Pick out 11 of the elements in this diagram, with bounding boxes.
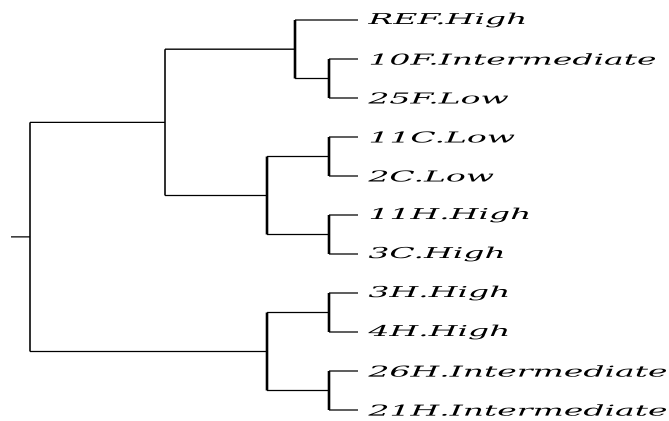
leaf-label: 25F.Low [368,92,508,104]
leaf-label: 11H.High [370,208,528,222]
leaf-label: 26H.Intermediate [368,365,666,377]
leaf-label: 2C.Low [368,170,494,182]
leaf-label: 3H.High [368,286,508,300]
leaf-label: 3C.High [368,246,503,262]
leaf-label: 4H.High [368,324,508,340]
leaf-label: 11C.Low [370,131,514,143]
leaf-label: 21H.Intermediate [368,404,666,416]
leaf-label: REF.High [368,12,524,28]
leaf-label: 10F.Intermediate [370,53,656,65]
